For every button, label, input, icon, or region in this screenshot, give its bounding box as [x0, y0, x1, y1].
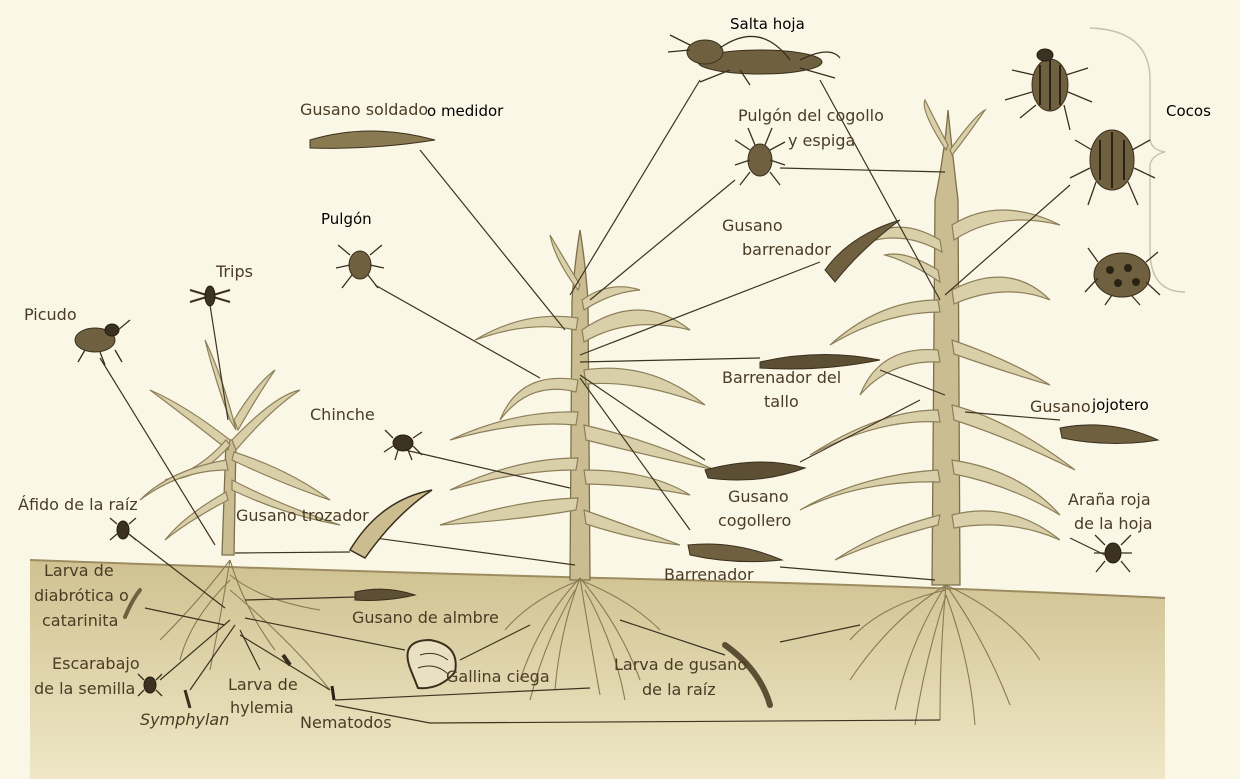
label-gusano-jojotero-line1: Gusano — [1030, 397, 1091, 416]
stem-borer-worm-icon — [759, 354, 881, 370]
label-gusano-barrenador-line1: Gusano — [722, 216, 783, 235]
label-cocos: Cocos — [1166, 102, 1211, 120]
label-o-medidor: o medidor — [427, 102, 504, 120]
label-pulgon-cogollo-line2: y espiga — [788, 131, 856, 150]
label-escarabajo-line2: de la semilla — [34, 679, 136, 698]
label-gusano-barrenador-line2: barrenador — [742, 240, 831, 259]
red-spider-mite-icon — [1094, 534, 1132, 573]
label-nematodos: Nematodos — [300, 713, 392, 732]
cob-aphid-icon — [734, 127, 786, 186]
stink-bug-icon — [383, 429, 423, 461]
label-larva-hylemia-line2: hylemia — [230, 698, 294, 717]
army-worm-icon — [309, 130, 436, 149]
label-chinche: Chinche — [310, 405, 375, 424]
mature-corn-plant — [799, 98, 1076, 586]
stalk-borer-worm-icon — [824, 219, 901, 283]
label-larva-gusano-raiz-line2: de la raíz — [642, 680, 716, 699]
soil-surface-line — [29, 559, 1166, 599]
thrips-icon — [189, 285, 231, 307]
root-aphid-icon — [109, 517, 137, 541]
label-barrenador: Barrenador — [664, 565, 754, 584]
beetle-spotted-icon — [1084, 247, 1161, 306]
label-escarabajo-line1: Escarabajo — [52, 654, 140, 673]
rootworm-larva-icon — [722, 642, 773, 708]
grasshopper-icon — [667, 34, 841, 86]
label-afido-raiz: Áfido de la raíz — [18, 495, 138, 514]
borer-worm-icon — [687, 543, 784, 563]
label-gusano-cogollero-line1: Gusano — [728, 487, 789, 506]
aphid-icon — [335, 244, 385, 289]
cocos-bracket — [1089, 27, 1186, 293]
middle-corn-plant — [439, 229, 716, 581]
label-larva-diabrotica-line2: diabrótica o — [34, 586, 129, 605]
label-barrenador-tallo-line1: Barrenador del — [722, 368, 842, 387]
hylemia-larva-icon — [281, 653, 292, 667]
white-grub-icon — [406, 638, 457, 690]
label-salta-hoja: Salta hoja — [730, 15, 805, 33]
label-barrenador-tallo-line2: tallo — [764, 392, 799, 411]
cutworm-icon — [348, 489, 433, 559]
young-plant-roots — [159, 559, 331, 691]
earworm-icon — [1059, 424, 1160, 445]
wireworm-icon — [354, 588, 417, 601]
label-arana-roja-line2: de la hoja — [1074, 514, 1153, 533]
label-gusano-alambre: Gusano de almbre — [352, 608, 499, 627]
beetle-top-icon — [1004, 48, 1093, 131]
label-pulgon: Pulgón — [321, 210, 372, 228]
label-larva-diabrotica-line1: Larva de — [44, 561, 114, 580]
fall-armyworm-icon — [704, 461, 807, 481]
weevil-icon — [74, 319, 131, 366]
label-gallina-ciega: Gallina ciega — [446, 667, 550, 686]
label-picudo: Picudo — [24, 305, 77, 324]
middle-plant-roots — [504, 577, 661, 701]
label-pulgon-cogollo-line1: Pulgón del cogollo — [738, 106, 884, 125]
mature-plant-roots — [849, 584, 1041, 726]
label-larva-diabrotica-line3: catarinita — [42, 611, 119, 630]
label-gusano-cogollero-line2: cogollero — [718, 511, 792, 530]
label-larva-hylemia-line1: Larva de — [228, 675, 298, 694]
label-larva-gusano-raiz-line1: Larva de gusano — [614, 655, 748, 674]
label-gusano-trozador: Gusano trozador — [236, 506, 369, 525]
label-gusano-jojotero-line2: jojotero — [1092, 396, 1149, 414]
seed-beetle-icon — [137, 673, 163, 697]
label-arana-roja-line1: Araña roja — [1068, 490, 1151, 509]
young-corn-plant — [139, 339, 341, 556]
label-trips: Trips — [216, 262, 253, 281]
diabrotica-larva-icon — [123, 588, 142, 619]
beetle-middle-icon — [1069, 129, 1156, 206]
pointer-lines — [99, 79, 1106, 724]
label-symphylan: Symphylan — [140, 710, 230, 729]
nematode-icon — [330, 685, 336, 701]
label-gusano-soldado: Gusano soldado — [300, 100, 429, 119]
symphylan-icon — [183, 689, 192, 709]
